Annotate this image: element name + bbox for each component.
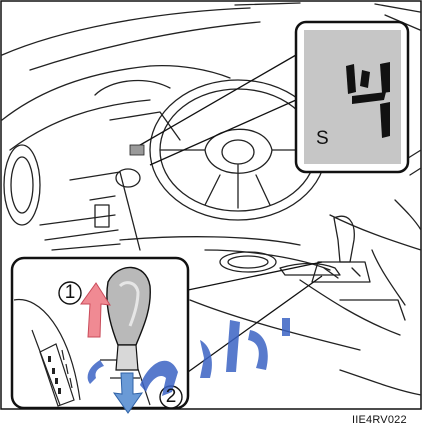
image-code-label: IIE4RV022 <box>352 414 407 426</box>
callout-1-label: 1 <box>57 280 83 306</box>
callout-2-label: 2 <box>158 384 184 410</box>
gear-mode-letter: S <box>316 128 329 150</box>
cluster-display-spot <box>130 145 144 155</box>
